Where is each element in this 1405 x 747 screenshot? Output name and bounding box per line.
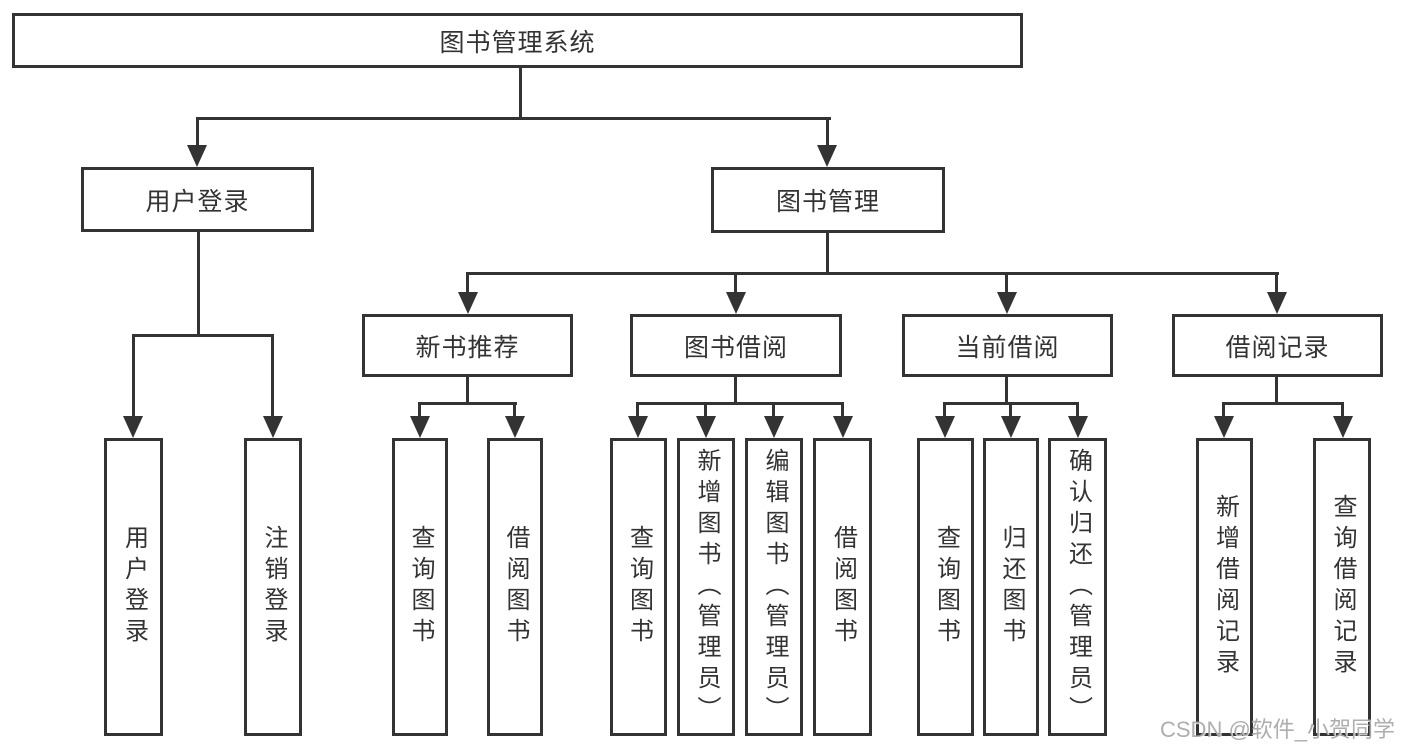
node-borrow-records: 借阅记录 (1172, 314, 1383, 377)
arrow-down-icon (1001, 416, 1021, 438)
arrow-down-icon (935, 416, 955, 438)
connector-book-mgmt-bar (466, 272, 1279, 275)
connector-bar (1222, 402, 1344, 405)
arrow-down-icon (458, 292, 478, 314)
connector-drop (704, 402, 707, 420)
leaf-query-books-current: 查询图书 (917, 438, 974, 736)
leaf-query-borrow-record: 查询借阅记录 (1313, 438, 1371, 736)
arrow-down-icon (505, 416, 525, 438)
arrow-down-icon (817, 145, 837, 167)
leaf-confirm-return-admin-label: 确认归还（管理员） (1064, 447, 1092, 727)
connector-drop (772, 402, 775, 420)
arrow-down-icon (187, 145, 207, 167)
leaf-user-login: 用户登录 (104, 438, 163, 736)
node-book-management-label: 图书管理 (775, 188, 880, 216)
leaf-query-borrow-record-label: 查询借阅记录 (1329, 494, 1356, 680)
node-user-login-label: 用户登录 (145, 187, 250, 216)
arrow-down-icon (1267, 292, 1287, 314)
leaf-edit-book-admin: 编辑图书（管理员） (745, 438, 803, 736)
connector-drop (466, 272, 469, 296)
node-new-book-recommend-label: 新书推荐 (415, 333, 520, 362)
arrow-down-icon (696, 416, 716, 438)
leaf-borrow-books-recommend: 借阅图书 (487, 438, 543, 736)
connector-book-mgmt-stem (826, 231, 829, 275)
node-current-borrow: 当前借阅 (902, 314, 1113, 377)
connector-drop (1222, 402, 1225, 420)
leaf-confirm-return-admin: 确认归还（管理员） (1048, 438, 1107, 736)
leaf-borrow-books-label: 借阅图书 (829, 525, 857, 649)
leaf-add-book-admin-label: 新增图书（管理员） (693, 447, 720, 727)
connector-drop (132, 334, 135, 418)
leaf-user-login-label: 用户登录 (120, 525, 148, 649)
node-root-label: 图书管理系统 (439, 28, 596, 57)
connector-drop (271, 334, 274, 418)
connector-drop (1009, 402, 1012, 420)
connector-drop (1005, 272, 1008, 296)
connector-drop (826, 117, 829, 149)
node-root: 图书管理系统 (12, 13, 1023, 68)
connector-drop (1341, 402, 1344, 420)
node-user-login: 用户登录 (81, 167, 314, 232)
connector-stem (1275, 375, 1278, 405)
arrow-down-icon (1214, 416, 1234, 438)
arrow-down-icon (123, 416, 143, 438)
leaf-borrow-books-recommend-label: 借阅图书 (502, 525, 529, 649)
connector-drop (196, 117, 199, 149)
node-book-management: 图书管理 (711, 167, 945, 233)
arrow-down-icon (726, 292, 746, 314)
connector-user-login-bar (132, 334, 274, 337)
arrow-down-icon (628, 416, 648, 438)
connector-drop (1076, 402, 1079, 420)
leaf-add-borrow-record-label: 新增借阅记录 (1211, 494, 1239, 680)
arrow-down-icon (1333, 416, 1353, 438)
leaf-query-books-recommend-label: 查询图书 (407, 525, 434, 649)
leaf-logout-label: 注销登录 (260, 525, 287, 649)
arrow-down-icon (263, 416, 283, 438)
leaf-borrow-books: 借阅图书 (813, 438, 872, 736)
leaf-query-books-borrow: 查询图书 (610, 438, 667, 736)
connector-user-login-stem (197, 230, 200, 337)
connector-drop (636, 402, 639, 420)
leaf-add-book-admin: 新增图书（管理员） (677, 438, 735, 736)
node-current-borrow-label: 当前借阅 (955, 333, 1060, 362)
leaf-logout: 注销登录 (244, 438, 302, 736)
connector-root-bar (196, 117, 831, 120)
node-book-borrow-label: 图书借阅 (683, 333, 788, 362)
watermark: CSDN @软件_小贺同学 (1160, 717, 1396, 742)
connector-bar (418, 402, 517, 405)
leaf-return-book-label: 归还图书 (998, 525, 1025, 649)
connector-drop (513, 402, 516, 420)
leaf-query-books-current-label: 查询图书 (932, 525, 960, 649)
connector-drop (418, 402, 421, 420)
connector-bar (636, 402, 844, 405)
leaf-query-books-recommend: 查询图书 (392, 438, 448, 736)
arrow-down-icon (1068, 416, 1088, 438)
leaf-edit-book-admin-label: 编辑图书（管理员） (761, 447, 788, 727)
connector-stem (1005, 375, 1008, 405)
leaf-query-books-borrow-label: 查询图书 (625, 525, 653, 649)
node-new-book-recommend: 新书推荐 (362, 314, 573, 377)
leaf-add-borrow-record: 新增借阅记录 (1196, 438, 1253, 736)
node-book-borrow: 图书借阅 (630, 314, 842, 377)
connector-stem (734, 375, 737, 405)
node-borrow-records-label: 借阅记录 (1225, 333, 1330, 362)
arrow-down-icon (997, 292, 1017, 314)
connector-drop (943, 402, 946, 420)
connector-drop (1275, 272, 1278, 296)
arrow-down-icon (764, 416, 784, 438)
leaf-return-book: 归还图书 (983, 438, 1039, 736)
connector-drop (734, 272, 737, 296)
connector-drop (841, 402, 844, 420)
connector-root-stem (519, 68, 522, 119)
arrow-down-icon (833, 416, 853, 438)
connector-stem (466, 375, 469, 405)
arrow-down-icon (410, 416, 430, 438)
